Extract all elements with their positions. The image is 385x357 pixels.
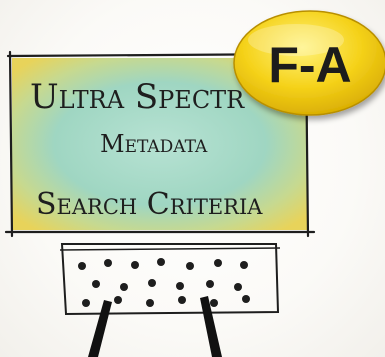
badge: F-A (233, 10, 385, 116)
comb-drawing-icon (59, 243, 281, 357)
badge-label: F-A (268, 37, 351, 93)
sign-line-2: Metadata (100, 130, 208, 158)
sign-line-1: Ultra Spectr (30, 77, 245, 117)
sign-outline (4, 48, 316, 238)
sign-line-3: Search Criteria (36, 187, 263, 222)
